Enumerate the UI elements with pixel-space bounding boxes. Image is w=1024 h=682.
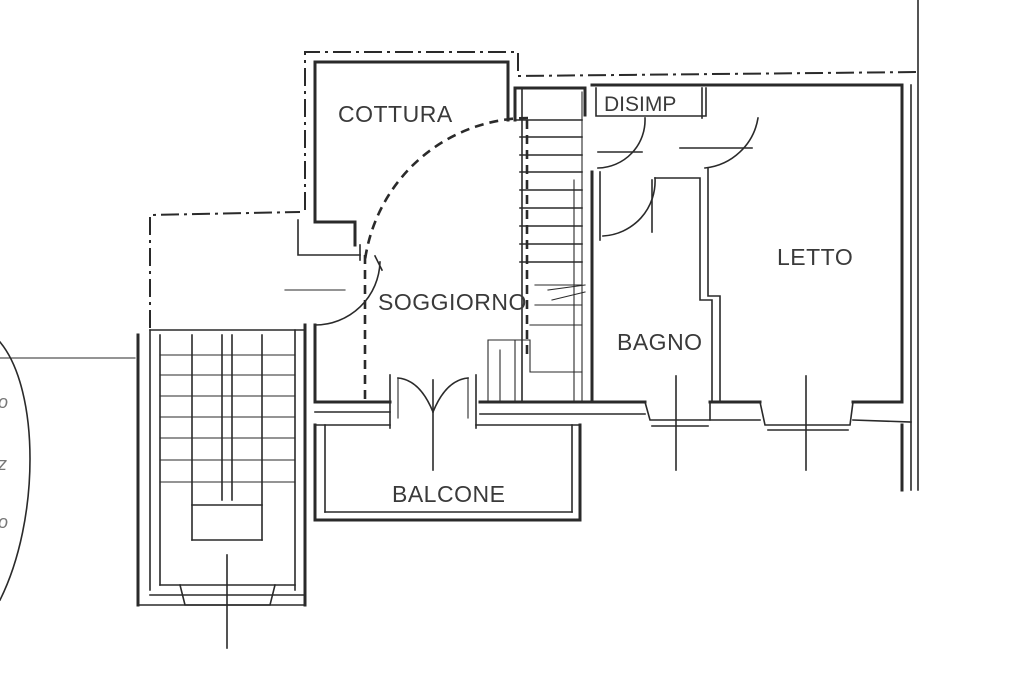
room-label-balcone: BALCONE [392,481,505,507]
edge-fragment-2: z [0,454,7,474]
property-boundary [149,0,919,491]
edge-fragment-1: o [0,392,8,412]
room-label-letto: LETTO [777,244,853,270]
internal-walls [359,87,721,404]
edge-fragment-3: o [0,512,8,532]
building-staircase [136,323,307,649]
doors [284,116,759,400]
windows [644,375,854,471]
balcony [313,423,582,522]
room-label-cottura: COTTURA [338,101,453,127]
room-label-soggiorno: SOGGIORNO [378,289,527,315]
room-label-bagno: BAGNO [617,329,703,355]
internal-stairs [487,91,586,401]
external-walls [297,60,912,491]
room-label-disimpegno: DISIMP [604,93,676,116]
left-edge-feature: o z o [0,340,136,602]
balcony-french-door [389,374,477,471]
